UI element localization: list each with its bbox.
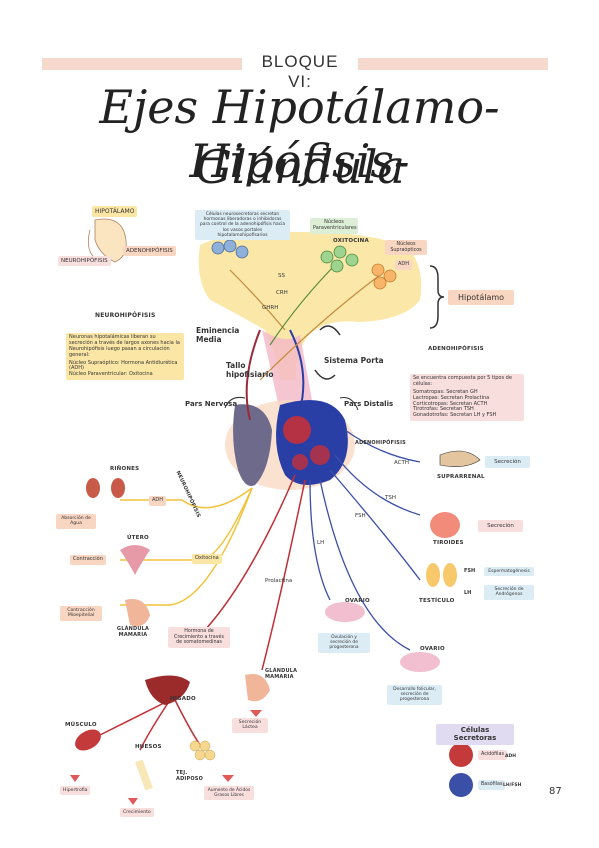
label-paraventriculares: Núcleos Paraventriculares (310, 218, 358, 234)
neurohipofisis-info-box: Neuronas hipotalámicas liberan su secrec… (66, 333, 184, 381)
page-title-line1: Ejes Hipotálamo-Hipófisis- (99, 80, 500, 188)
label-lh: LH (317, 540, 325, 546)
label-higado: HÍGADO (170, 696, 196, 702)
adenohipofisis-item: Somatropas: Secretan GH (413, 388, 478, 395)
box-ovulacion: Ovulación y secreción de progesterona (318, 633, 370, 653)
label-pars-distalis: Pars Distalis (344, 400, 394, 408)
box-espermatogenesis: Espermatogénesis (484, 567, 534, 577)
label-tejido-adiposo: TEJ. ADIPOSO (176, 770, 204, 782)
neurohipofisis-intro: Neuronas hipotalámicas liberan su secrec… (69, 334, 180, 358)
label-ovario-2: OVARIO (420, 646, 445, 652)
heading-adenohipofisis: ADENOHIPÓFISIS (428, 346, 484, 352)
page-number: 87 (549, 786, 562, 797)
box-hormona-crecimiento: Hormona de Crecimiento a través de somat… (168, 627, 230, 648)
label-crh: CRH (276, 290, 288, 296)
neurosecretory-cells-box: Células neurosecretoras secretan hormona… (195, 210, 290, 240)
label-oxitocina-top: OXITOCINA (333, 238, 369, 244)
cells-title: Células Secretoras (436, 724, 514, 745)
box-folicular: Desarrollo folicular, secreción de proge… (387, 685, 442, 705)
box-secrecion-lactea: Secreción Láctea (232, 718, 268, 733)
box-hipertrofia: Hipertrofia (60, 786, 91, 796)
label-ss: SS (278, 273, 285, 279)
box-androgenos: Secreción de Andrógenos (484, 585, 534, 600)
box-contraccion: Contracción (70, 555, 106, 565)
label-basofilas: Basófilas (478, 780, 506, 790)
label-suprarrenal: SUPRARRENAL (437, 474, 485, 480)
label-testiculo: TESTÍCULO (419, 598, 455, 604)
label-hipotalamo-main: Hipotálamo (448, 290, 514, 306)
box-acidos-grasos: Aumento de Ácidos Grasos Libres (204, 786, 254, 801)
label-oxitocina-left: Oxitocina (192, 554, 222, 564)
label-tiroides: TIROIDES (433, 540, 464, 546)
label-tallo: Tallo hipofisiario (226, 361, 274, 379)
note-acidofilas: ADH (505, 754, 516, 759)
adenohipofisis-item: Lactropas: Secretan Prolactina (413, 394, 490, 401)
box-secrecion-1: Secreción (485, 456, 530, 469)
label-fsh-2: FSH (464, 568, 476, 574)
heading-neurohipofisis: NEUROHIPÓFISIS (95, 312, 156, 319)
label-ovario-1: OVARIO (345, 598, 370, 604)
neurohipofisis-item: Núcleo Supraóptico: Hormona Antidiurétic… (69, 359, 178, 372)
box-absorcion: Absorción de Agua (56, 514, 96, 529)
label-sistema-porta: Sistema Porta (324, 356, 384, 365)
label-rinones: RIÑONES (110, 466, 140, 472)
label-acidofilas: Acidófilas (478, 750, 507, 760)
label-supraopticos: Núcleos Supraópticos (385, 240, 427, 256)
note-basofilas: LH/FSH (503, 783, 522, 788)
label-eminencia-media: Eminencia Media (196, 326, 240, 344)
label-adenohipofisis-small: ADENOHIPÓFISIS (123, 246, 176, 257)
box-contraccion-mioepitelial: Contracción Mioepitelial (60, 606, 102, 621)
header-band-left (42, 58, 242, 70)
label-mama-left: GLÁNDULA MAMARIA (116, 626, 150, 638)
box-secrecion-2: Secreción (478, 520, 523, 533)
adenohipofisis-intro: Se encuentra compuesta por 5 tipos de cé… (413, 375, 512, 387)
label-prolactina: Prolactina (265, 578, 293, 584)
adenohipofisis-info-box: Se encuentra compuesta por 5 tipos de cé… (410, 374, 524, 422)
label-acth: ACTH (394, 460, 410, 466)
label-huesos: HUESOS (135, 744, 162, 750)
label-hipotalamo-small: HIPOTÁLAMO (92, 206, 138, 218)
block-label: BLOQUE VI: (261, 52, 339, 91)
label-neurohipofisis-small: NEUROHIPÓFISIS (58, 256, 111, 267)
subheading-adenohipofisis: ADENOHIPÓFISIS (355, 440, 406, 446)
page-title-line2: Glándula (195, 140, 405, 194)
adenohipofisis-item: Corticotropas: Secretan ACTH (413, 400, 488, 407)
label-pars-nervosa: Pars Nervosa (185, 400, 238, 408)
label-tsh: TSH (385, 495, 396, 501)
label-adh-left: ADH (149, 496, 167, 506)
label-ghrh: GHRH (262, 305, 279, 311)
label-adh-top: ADH (395, 260, 413, 270)
label-utero: ÚTERO (127, 535, 149, 541)
neurohipofisis-item: Núcleo Paraventricular: Oxitocina (69, 371, 153, 378)
label-musculo: MÚSCULO (65, 722, 97, 728)
label-mama-bottom: GLÁNDULA MAMARIA (265, 668, 298, 680)
adenohipofisis-item: Gonadotrofas: Secretan LH y FSH (413, 412, 497, 419)
label-lh-2: LH (464, 590, 472, 596)
label-fsh: FSH (355, 513, 366, 519)
adenohipofisis-item: Tirotrofas: Secretan TSH (413, 406, 474, 413)
box-crecimiento: Crecimiento (120, 808, 154, 818)
header-band-right (358, 58, 548, 70)
